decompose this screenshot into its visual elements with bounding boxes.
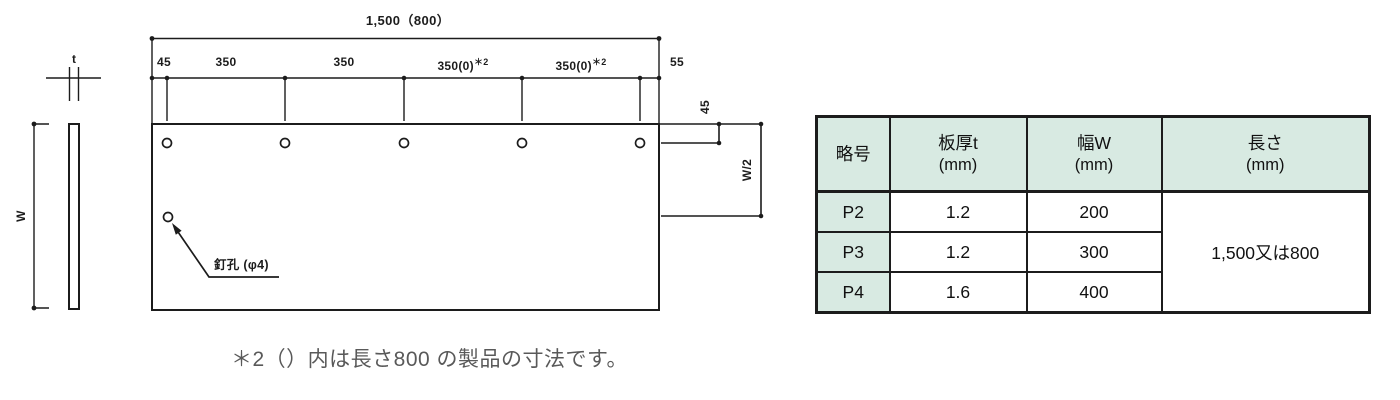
- header-width: 幅W (mm): [1025, 115, 1163, 193]
- dimension-dot: [31, 121, 37, 127]
- cell-code: P3: [815, 231, 891, 273]
- technical-drawing: [31, 36, 764, 311]
- half-width-label: W/2: [740, 158, 754, 182]
- footnote-ref-superscript: ＊2: [591, 57, 607, 67]
- cell-code: P4: [815, 271, 891, 314]
- dimension-dot: [149, 36, 155, 41]
- header-unit: (mm): [938, 155, 978, 174]
- cell-width: 300: [1025, 231, 1163, 273]
- header-title: 長さ: [1247, 132, 1283, 153]
- total-length-extension-lines: [151, 38, 660, 124]
- cell-length-merged: 1,500又は800: [1160, 190, 1371, 314]
- cell-thickness: 1.6: [888, 271, 1028, 314]
- header-unit: (mm): [1246, 155, 1285, 174]
- header-title: 略号: [835, 143, 871, 164]
- thickness-extension-lines: [68, 67, 80, 101]
- header-title: 板厚t: [938, 132, 978, 153]
- header-title: 幅W: [1076, 132, 1112, 153]
- segment-label-350-b: 350: [333, 55, 355, 69]
- segment-label-350-0-a: 350(0)＊2: [437, 55, 488, 73]
- width-label: W: [14, 210, 28, 222]
- side-view-plate-outline: [68, 123, 80, 310]
- nail-holes-row: [161, 137, 646, 149]
- header-length: 長さ (mm): [1160, 115, 1371, 193]
- width-dimension-line: [33, 123, 49, 309]
- thickness-label: t: [72, 52, 76, 66]
- dimension-dot: [656, 36, 662, 41]
- table-row: P4 1.6 400: [815, 271, 1370, 314]
- plate-outline: [151, 123, 660, 311]
- header-thickness: 板厚t (mm): [888, 115, 1028, 193]
- table-row: P2 1.2 200 1,500又は800: [815, 190, 1371, 314]
- half-width-dimension-line: [661, 124, 763, 217]
- callout-nail-hole: [162, 211, 174, 223]
- dimension-dot: [31, 305, 37, 311]
- cell-thickness: 1.2: [888, 190, 1028, 233]
- cell-width: 400: [1025, 271, 1163, 314]
- segment-label-45: 45: [157, 55, 171, 69]
- footnote-text: ＊2（）内は長さ800 の製品の寸法です。: [231, 348, 628, 371]
- hole-extension-lines: [166, 79, 641, 121]
- total-length-label: 1,500（800）: [365, 13, 451, 28]
- segment-dimension-dots: [149, 75, 662, 81]
- header-code: 略号: [815, 115, 891, 193]
- footnote-ref-superscript: ＊2: [473, 57, 489, 67]
- header-unit: (mm): [1074, 155, 1114, 174]
- segment-label-text: 350(0): [555, 59, 592, 73]
- nail-hole-callout-label: 釘孔 (φ4): [214, 258, 269, 272]
- segment-label-350-0-b: 350(0)＊2: [555, 55, 606, 73]
- table-header-row: 略号 板厚t (mm) 幅W (mm) 長さ (mm): [815, 115, 1371, 193]
- right-offset-label: 45: [698, 100, 712, 114]
- table-row: P3 1.2 300: [815, 231, 1370, 273]
- cell-width: 200: [1025, 190, 1163, 233]
- segment-label-text: 350(0): [437, 59, 474, 73]
- segment-label-350-a: 350: [215, 55, 237, 69]
- spec-table: 略号 板厚t (mm) 幅W (mm) 長さ (mm): [815, 115, 1371, 314]
- right-dimension-dots: [716, 121, 764, 219]
- cell-thickness: 1.2: [888, 231, 1028, 273]
- cell-code: P2: [815, 190, 891, 233]
- segment-label-55: 55: [670, 55, 684, 69]
- callout-arrowhead-icon: [172, 223, 182, 235]
- callout-leader-line: [175, 228, 279, 278]
